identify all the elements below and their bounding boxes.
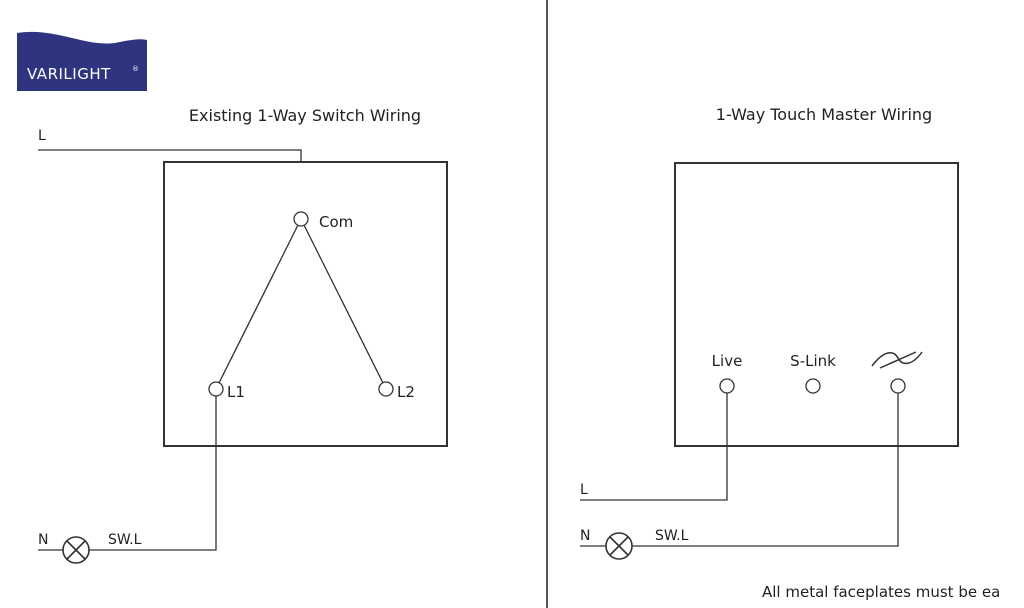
live-terminal — [719, 378, 735, 394]
right-live-wire — [580, 393, 728, 501]
logo-trademark: ® — [132, 65, 139, 73]
com-terminal — [293, 211, 309, 227]
left-panel: Existing 1-Way Switch Wiring L Com L1 L2… — [38, 106, 448, 564]
lamp-icon — [62, 536, 90, 564]
load-symbol-icon — [871, 351, 923, 369]
live-terminal-label: Live — [712, 352, 743, 370]
lamp-icon — [605, 532, 633, 560]
footer-note: All metal faceplates must be ea — [762, 583, 1000, 601]
l2-terminal-label: L2 — [397, 383, 415, 401]
left-panel-title: Existing 1-Way Switch Wiring — [189, 106, 421, 125]
left-live-label: L — [38, 128, 46, 144]
slink-terminal — [805, 378, 821, 394]
right-panel-title: 1-Way Touch Master Wiring — [716, 105, 932, 124]
left-neutral-label: N — [38, 532, 48, 548]
touch-master-box — [674, 162, 959, 447]
left-switched-live-label: SW.L — [108, 532, 142, 548]
com-terminal-label: Com — [319, 213, 353, 231]
right-switched-live-label: SW.L — [655, 528, 689, 544]
l2-terminal — [378, 381, 394, 397]
load-terminal — [890, 378, 906, 394]
left-switch-box — [163, 161, 448, 447]
l1-terminal-label: L1 — [227, 383, 245, 401]
logo-text: VARILIGHT — [27, 65, 111, 83]
right-live-label: L — [580, 482, 588, 498]
l1-terminal — [208, 381, 224, 397]
right-neutral-label: N — [580, 528, 590, 544]
right-switched-live-wire — [632, 393, 899, 547]
slink-terminal-label: S-Link — [790, 352, 836, 370]
varilight-logo: VARILIGHT ® — [17, 31, 147, 91]
left-switched-live-wire — [89, 396, 217, 551]
switch-arm-l2 — [300, 218, 387, 390]
switch-arm-l1 — [215, 218, 302, 390]
right-panel: 1-Way Touch Master Wiring Live S-Link L … — [580, 105, 1000, 601]
